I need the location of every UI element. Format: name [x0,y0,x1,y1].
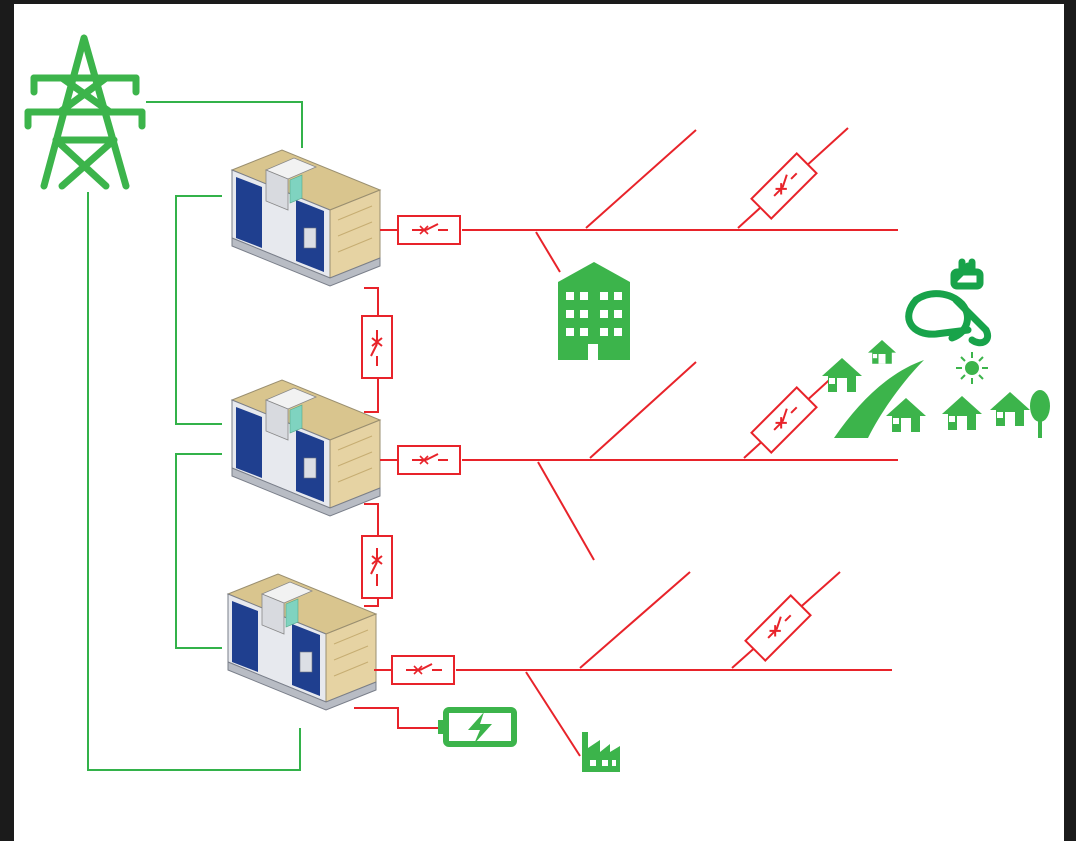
apartment-building-icon [558,262,630,360]
feeder-3-branch-breaker [744,594,812,662]
tie-breaker-2 [361,503,393,607]
transmission-tower-icon [24,34,146,190]
residential-area-icon [822,340,1030,438]
feeder-3-breaker [391,655,455,685]
diagram-background [14,4,1064,841]
feeder-2-branch-breaker [750,386,818,454]
battery-storage-icon [438,707,517,747]
ev-charging-icon [905,258,991,347]
tie-breaker-1 [361,287,393,413]
feeder-1-branch-breaker [750,152,818,220]
feeder-2-breaker [397,445,461,475]
factory-icon [582,732,620,772]
battery-link-line [354,707,438,729]
feeder-1-breaker [397,215,461,245]
sun-icon [956,352,988,384]
grid-connection-lines [87,101,303,771]
tree-icon [1030,390,1050,438]
